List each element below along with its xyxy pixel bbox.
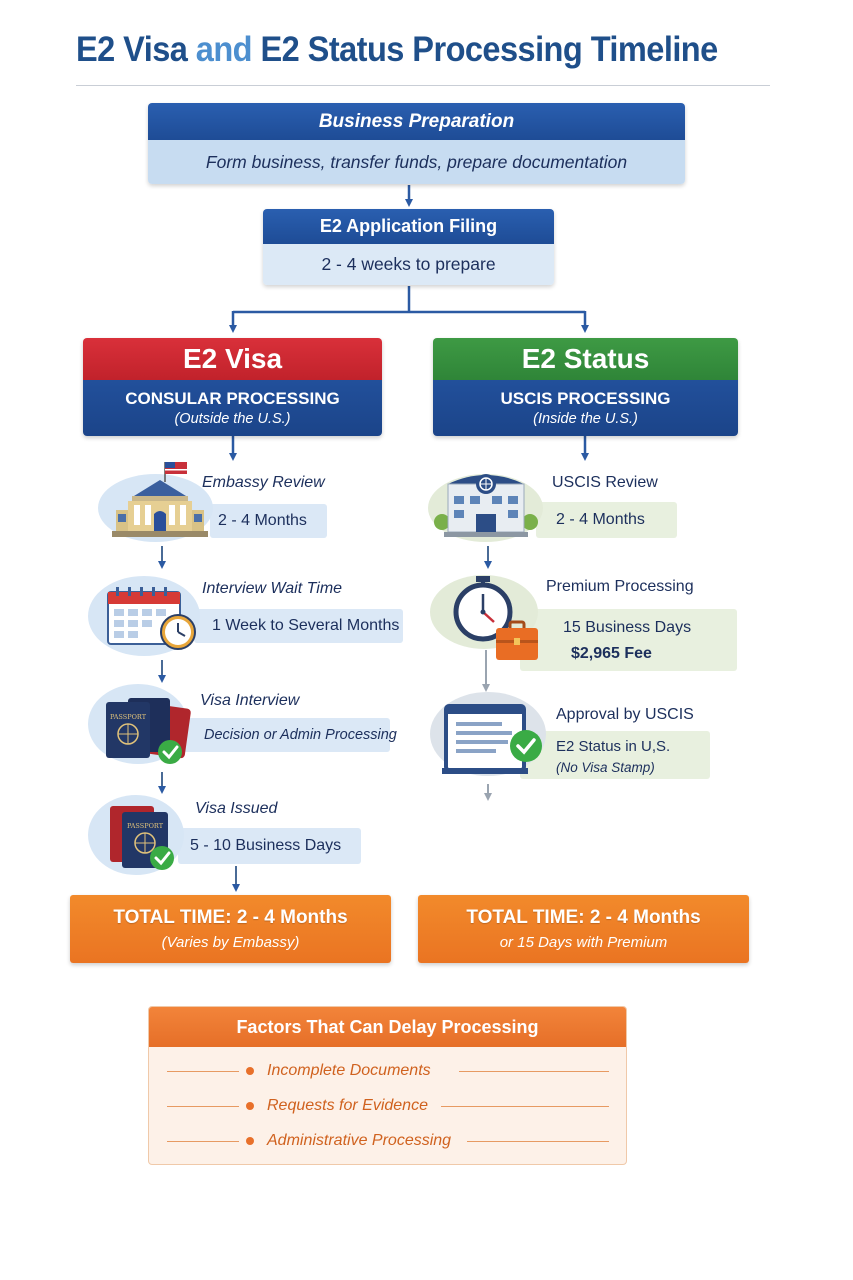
delay-factors-title: Factors That Can Delay Processing	[149, 1007, 626, 1047]
business-preparation-title: Business Preparation	[148, 103, 685, 140]
stopwatch-briefcase-icon	[453, 576, 538, 660]
business-preparation-desc: Form business, transfer funds, prepare d…	[148, 140, 685, 184]
business-preparation-box: Business Preparation Form business, tran…	[148, 103, 685, 184]
calendar-clock-icon	[107, 587, 196, 650]
e2-visa-title: E2 Visa	[83, 338, 382, 380]
embassy-icon	[112, 462, 208, 537]
e2-status-title: E2 Status	[433, 338, 738, 380]
status-total-time: TOTAL TIME: 2 - 4 Months or 15 Days with…	[418, 895, 749, 963]
approval-status-note: (No Visa Stamp)	[556, 760, 655, 775]
delay-factor-row: Requests for Evidence	[149, 1096, 626, 1116]
interview-wait-label: Interview Wait Time	[202, 580, 343, 597]
passport-check-icon: PASSPORT	[106, 698, 191, 764]
status-total-note: or 15 Days with Premium	[499, 934, 668, 951]
uscis-review-value: 2 - 4 Months	[536, 502, 677, 538]
consular-processing-note: (Outside the U.S.)	[174, 411, 291, 427]
application-filing-box: E2 Application Filing 2 - 4 weeks to pre…	[263, 209, 554, 285]
uscis-review-label: USCIS Review	[552, 474, 658, 491]
title-part1: E2 Visa	[76, 30, 188, 69]
delay-factor-item: Administrative Processing	[267, 1132, 452, 1149]
embassy-review-value: 2 - 4 Months	[210, 504, 327, 538]
delay-factor-item: Incomplete Documents	[267, 1062, 431, 1079]
embassy-review-label: Embassy Review	[202, 474, 325, 491]
delay-factor-row: Incomplete Documents	[149, 1061, 626, 1081]
approval-label: Approval by USCIS	[556, 706, 694, 723]
delay-factors-box: Factors That Can Delay Processing Incomp…	[148, 1006, 627, 1165]
approval-box	[520, 731, 710, 779]
title-part2: E2 Status Processing Timeline	[260, 30, 719, 69]
premium-processing-value: 15 Business Days	[563, 619, 692, 636]
uscis-processing-label: USCIS PROCESSING	[500, 389, 671, 408]
visa-issued-label: Visa Issued	[195, 800, 278, 817]
interview-wait-value: 1 Week to Several Months	[194, 609, 403, 643]
premium-processing-box	[520, 609, 737, 671]
document-check-icon	[442, 704, 542, 774]
svg-text:PASSPORT: PASSPORT	[127, 822, 164, 830]
visa-interview-label: Visa Interview	[200, 692, 300, 709]
premium-processing-label: Premium Processing	[546, 578, 694, 595]
visa-interview-value: Decision or Admin Processing	[183, 718, 397, 752]
svg-text:PASSPORT: PASSPORT	[110, 713, 147, 721]
application-filing-title: E2 Application Filing	[263, 209, 554, 244]
delay-factor-row: Administrative Processing	[149, 1131, 626, 1151]
application-filing-desc: 2 - 4 weeks to prepare	[263, 244, 554, 285]
title-and: and	[195, 30, 253, 69]
consular-processing-label: CONSULAR PROCESSING	[125, 389, 340, 408]
visa-total-note: (Varies by Embassy)	[161, 934, 300, 951]
uscis-processing-note: (Inside the U.S.)	[533, 411, 638, 427]
visa-issued-value: 5 - 10 Business Days	[178, 828, 361, 864]
visa-total-time: TOTAL TIME: 2 - 4 Months (Varies by Emba…	[70, 895, 391, 963]
approval-status-value: E2 Status in U,S.	[556, 738, 671, 755]
bullet-icon	[246, 1102, 254, 1110]
premium-processing-fee: $2,965 Fee	[571, 645, 652, 662]
passport-issued-icon: PASSPORT	[110, 806, 174, 870]
bullet-icon	[246, 1137, 254, 1145]
status-total-label: TOTAL TIME: 2 - 4 Months	[466, 907, 701, 928]
e2-visa-header: E2 Visa CONSULAR PROCESSING (Outside the…	[83, 338, 382, 436]
title-divider	[76, 85, 770, 86]
page-title: E2 Visa and E2 Status Processing Timelin…	[76, 30, 718, 70]
delay-factor-item: Requests for Evidence	[267, 1097, 428, 1114]
office-building-icon	[434, 474, 538, 537]
visa-total-label: TOTAL TIME: 2 - 4 Months	[113, 907, 348, 928]
e2-status-header: E2 Status USCIS PROCESSING (Inside the U…	[433, 338, 738, 436]
bullet-icon	[246, 1067, 254, 1075]
